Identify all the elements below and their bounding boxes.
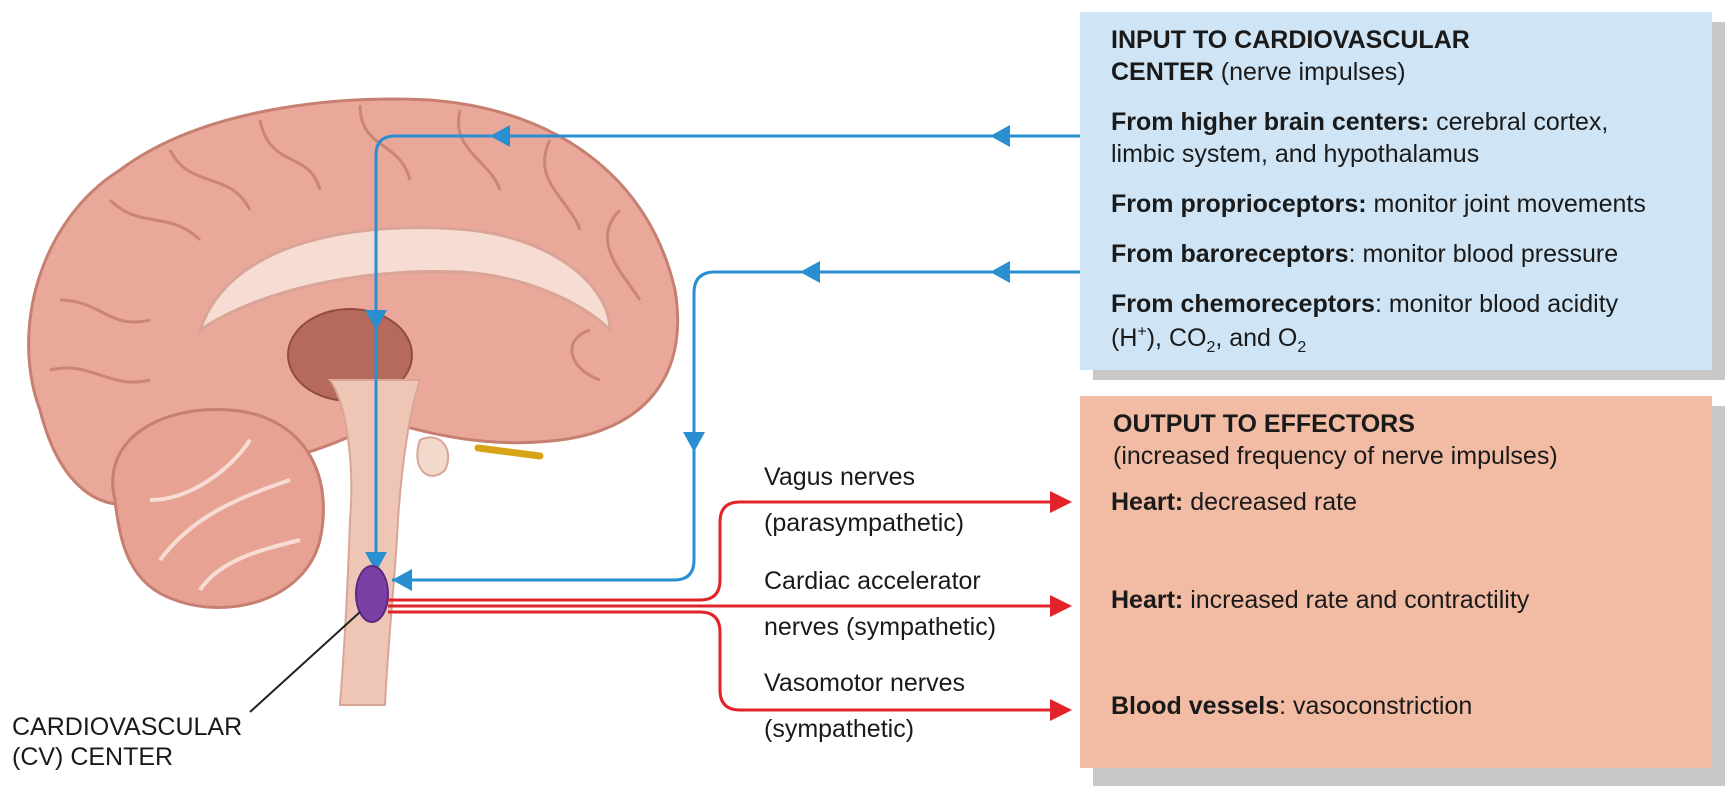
input-box (1080, 12, 1712, 370)
output-arrowheads (1050, 491, 1072, 721)
input-higher-centers: From higher brain centers: cerebral cort… (1111, 106, 1608, 138)
output-box (1080, 396, 1712, 768)
cv-center (355, 565, 389, 623)
output-heart1-text: decreased rate (1183, 488, 1357, 516)
vagus-nerves-type: (parasympathetic) (764, 509, 965, 537)
input-title-line2: CENTER (nerve impulses) (1111, 56, 1406, 88)
output-vessels-label: Blood vessels (1111, 692, 1280, 720)
input-title-note: (nerve impulses) (1213, 58, 1406, 86)
input-arrows (374, 134, 1080, 582)
optic-nerve (474, 444, 544, 460)
cv-center-label-line2: (CV) CENTER (12, 743, 174, 771)
chemo-l2-a: (H (1111, 324, 1138, 352)
input-title-line1: INPUT TO CARDIOVASCULAR (1111, 26, 1470, 54)
chemo-l2-sub2: 2 (1297, 339, 1307, 356)
input-proprioceptors: From proprioceptors: monitor joint movem… (1111, 188, 1646, 220)
output-arrows (388, 500, 1050, 712)
chemo-l2-c: , and O (1215, 324, 1298, 352)
output-subtitle: (increased frequency of nerve impulses) (1113, 442, 1558, 470)
output-heart1-label: Heart: (1111, 488, 1184, 516)
chemo-l2-sub1: 2 (1206, 339, 1216, 356)
output-vessels-text: : vasoconstriction (1279, 692, 1473, 720)
output-heart2-text: increased rate and contractility (1183, 586, 1530, 614)
cv-center-label-line1: CARDIOVASCULAR (12, 713, 243, 741)
input-proprio-text: monitor joint movements (1366, 190, 1646, 218)
input-higher-text: cerebral cortex, (1429, 108, 1609, 136)
vasomotor-nerves-type: (sympathetic) (764, 715, 915, 743)
cardiac-accelerator-label: Cardiac accelerator (764, 567, 981, 595)
vagus-nerves-label: Vagus nerves (764, 463, 916, 491)
input-baro-label: From baroreceptors (1111, 240, 1349, 268)
brain-illustration (27, 97, 680, 706)
pituitary (416, 436, 450, 477)
input-baroreceptors: From baroreceptors: monitor blood pressu… (1111, 238, 1618, 270)
output-heart2-label: Heart: (1111, 586, 1184, 614)
input-title-center: CENTER (1111, 58, 1214, 86)
input-higher-centers-line2: limbic system, and hypothalamus (1111, 140, 1480, 168)
input-chemo-label: From chemoreceptors (1111, 290, 1375, 318)
cardiac-accelerator-type: nerves (sympathetic) (764, 613, 997, 641)
input-arrowheads (365, 125, 1010, 591)
chemo-l2-sup: + (1137, 323, 1147, 341)
input-proprio-label: From proprioceptors: (1111, 190, 1367, 218)
chemo-l2-b: ), CO (1146, 324, 1207, 352)
input-chemo-text: : monitor blood acidity (1374, 290, 1619, 318)
output-blood-vessels: Blood vessels: vasoconstriction (1111, 690, 1472, 722)
output-title: OUTPUT TO EFFECTORS (1113, 410, 1415, 438)
input-higher-label: From higher brain centers: (1111, 108, 1430, 136)
corpus-callosum (197, 226, 612, 334)
output-heart-increased: Heart: increased rate and contractility (1111, 584, 1529, 616)
input-baro-text: : monitor blood pressure (1348, 240, 1619, 268)
cv-leader-line (249, 611, 361, 713)
output-heart-decreased: Heart: decreased rate (1111, 486, 1357, 518)
input-chemoreceptors-line2: (H+), CO2, and O2 (1111, 322, 1307, 356)
input-chemoreceptors: From chemoreceptors: monitor blood acidi… (1111, 288, 1618, 320)
vasomotor-nerves-label: Vasomotor nerves (764, 669, 966, 697)
